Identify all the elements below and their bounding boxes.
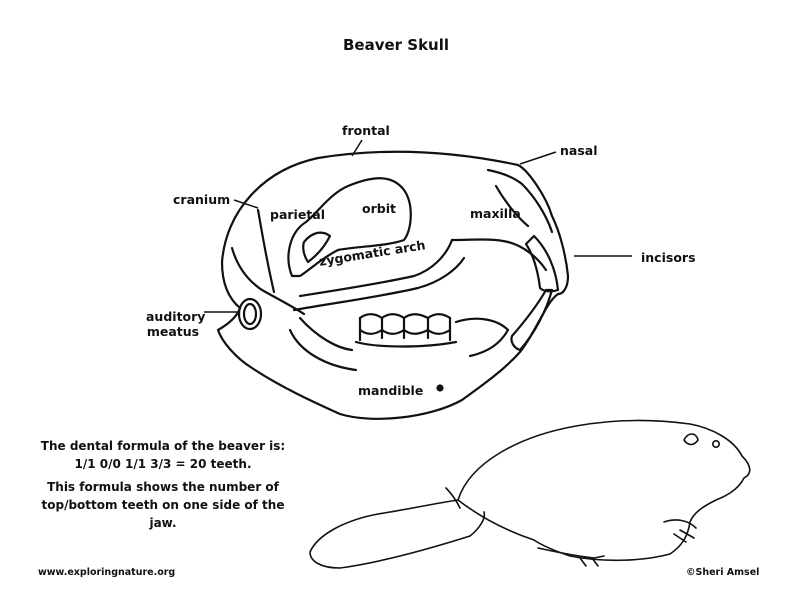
formula-explanation-block: This formula shows the number of top/bot… (28, 478, 298, 532)
label-frontal: frontal (342, 123, 390, 138)
auditory-meatus-opening (237, 297, 263, 331)
copyright-credit: ©Sheri Amsel (686, 567, 760, 578)
label-nasal: nasal (560, 143, 598, 158)
maxilla-line (450, 238, 548, 272)
nasal-leader (519, 151, 557, 165)
formula-explanation-line2: top/bottom teeth on one side of the jaw. (41, 498, 285, 530)
formula-explanation-line1: This formula shows the number of (47, 480, 279, 494)
website-credit: www.exploringnature.org (38, 567, 176, 578)
skull-outline (216, 150, 570, 420)
nasal-outline (486, 168, 554, 234)
dental-formula-intro: The dental formula of the beaver is: (40, 439, 286, 453)
beaver-front-paw (663, 519, 697, 543)
label-incisors: incisors (641, 250, 696, 265)
mandible-foramen (436, 384, 444, 392)
frontal-leader (351, 139, 363, 157)
dental-formula: 1/1 0/0 1/1 3/3 = 20 teeth. (74, 457, 252, 471)
page-title: Beaver Skull (342, 36, 450, 54)
label-auditory-meatus-line1: auditory (146, 309, 206, 324)
zygomatic-arch-line (298, 238, 454, 298)
label-cranium: cranium (173, 192, 231, 207)
cranium-leader (233, 199, 259, 209)
dental-formula-block: The dental formula of the beaver is: 1/1… (28, 437, 298, 473)
beaver-hind-foot (537, 547, 605, 567)
label-parietal: parietal (270, 207, 326, 222)
parietal-curve (256, 208, 276, 294)
orbit-fold (302, 231, 332, 264)
orbit-outline (287, 177, 412, 278)
mandible-curve (298, 316, 354, 352)
label-maxilla: maxilla (470, 206, 521, 221)
beaver-tail (309, 499, 486, 569)
label-auditory-meatus-line2: meatus (146, 324, 200, 339)
beaver-ear (683, 433, 699, 446)
label-orbit: orbit (362, 201, 396, 216)
beaver-body (457, 419, 751, 562)
beaver-eye (711, 439, 720, 448)
lower-incisor (510, 288, 554, 352)
label-auditory-meatus: auditory meatus (146, 309, 206, 339)
label-mandible: mandible (358, 383, 424, 398)
upper-teeth (358, 313, 452, 320)
cranium-line (230, 246, 306, 316)
